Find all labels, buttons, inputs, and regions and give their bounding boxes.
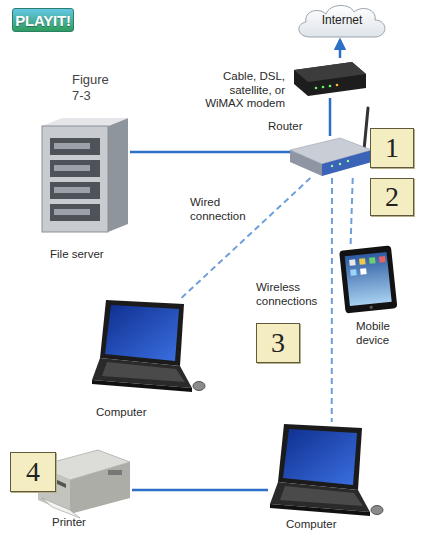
device-label: Cable, DSL, satellite, or WiMAX modem	[193, 70, 285, 111]
callout-box: 4	[10, 452, 56, 492]
callout-number: 4	[26, 458, 40, 486]
callout-box: 1	[370, 128, 414, 168]
modem-led	[336, 84, 339, 87]
laptop-keyboard	[280, 486, 363, 506]
app-icon	[350, 269, 357, 276]
home-button	[369, 306, 373, 310]
modem-led	[329, 85, 332, 88]
laptop-bezel	[278, 424, 362, 490]
printer-device: Printer	[36, 446, 132, 516]
laptop-screen	[105, 305, 179, 361]
wireless-link	[181, 178, 310, 298]
app-icon	[360, 268, 367, 275]
server-top	[42, 118, 128, 126]
server-side	[108, 118, 128, 232]
logo-badge: PLAYIT!	[12, 8, 74, 32]
router-side	[322, 150, 372, 176]
modem-symbol	[294, 62, 366, 96]
router-led	[331, 165, 333, 167]
modem-top	[294, 62, 366, 82]
tablet-body	[339, 245, 397, 313]
laptop-symbol	[270, 424, 383, 516]
drive-bay	[50, 160, 100, 177]
logo-text: PLAYIT!	[15, 12, 71, 29]
callout-box: 3	[256, 323, 300, 363]
drive-handle	[54, 143, 90, 149]
paper-tray	[42, 498, 80, 518]
wired-link	[132, 489, 268, 492]
device-label: File server	[50, 248, 130, 262]
drive-handle	[54, 187, 90, 193]
app-icon	[359, 258, 366, 265]
drive-bay	[50, 204, 100, 221]
wireless-link	[351, 178, 353, 244]
modem-device: Cable, DSL, satellite, or WiMAX modem	[293, 58, 367, 98]
laptop-edge	[92, 380, 192, 392]
printer-side	[70, 462, 130, 514]
mouse-symbol	[193, 382, 205, 391]
router-front	[290, 150, 322, 176]
laptop-symbol	[92, 300, 205, 392]
tablet-screen	[345, 252, 392, 306]
app-icon	[379, 256, 386, 263]
drive-bay	[50, 138, 100, 155]
laptop-bezel	[100, 300, 184, 366]
connection-note: Wireless connections	[256, 281, 328, 308]
cloud-label: Internet	[322, 13, 363, 27]
router-symbol	[290, 108, 372, 176]
callout-box: 2	[370, 178, 414, 216]
callout-number: 3	[271, 329, 285, 357]
device-label: Computer	[286, 518, 366, 532]
connection-label: Wired connection	[190, 196, 260, 223]
internet-cloud: Internet	[292, 2, 392, 40]
file-server-symbol	[42, 118, 128, 232]
device-label: Computer	[96, 406, 176, 420]
router-led	[347, 160, 349, 162]
laptop-edge	[270, 504, 370, 516]
wired-link	[339, 40, 342, 58]
laptop-screen	[283, 429, 357, 485]
server-front	[42, 126, 108, 232]
mobile-device: Mobile device	[338, 244, 398, 310]
drive-bay	[50, 182, 100, 199]
device-label: Printer	[52, 516, 112, 530]
figure-number: Figure 7-3	[72, 72, 120, 104]
connector-group	[130, 40, 353, 490]
wired-link	[329, 98, 332, 136]
file-server-device: File server	[40, 116, 130, 234]
router-led	[339, 163, 341, 165]
modem-led	[322, 86, 325, 89]
drive-handle	[54, 165, 90, 171]
computer-device: Computer	[268, 422, 376, 520]
tablet-symbol	[339, 245, 397, 313]
app-icon	[369, 257, 376, 264]
callout-number: 1	[385, 134, 399, 162]
modem-led	[315, 87, 318, 90]
router-antenna	[364, 108, 368, 150]
computer-device: Computer	[90, 298, 198, 396]
control-panel	[108, 470, 122, 475]
app-icon	[349, 259, 356, 266]
device-label: Router	[268, 120, 318, 134]
cloud-shape	[299, 5, 385, 37]
modem-body	[294, 62, 366, 96]
laptop-keyboard	[102, 362, 185, 382]
mouse-symbol	[371, 506, 383, 515]
wired-link	[130, 151, 290, 154]
router-device: Router	[290, 136, 374, 178]
wireless-link	[331, 178, 333, 422]
device-label: Mobile device	[356, 320, 402, 347]
callout-number: 2	[385, 183, 399, 211]
drive-handle	[54, 209, 90, 215]
